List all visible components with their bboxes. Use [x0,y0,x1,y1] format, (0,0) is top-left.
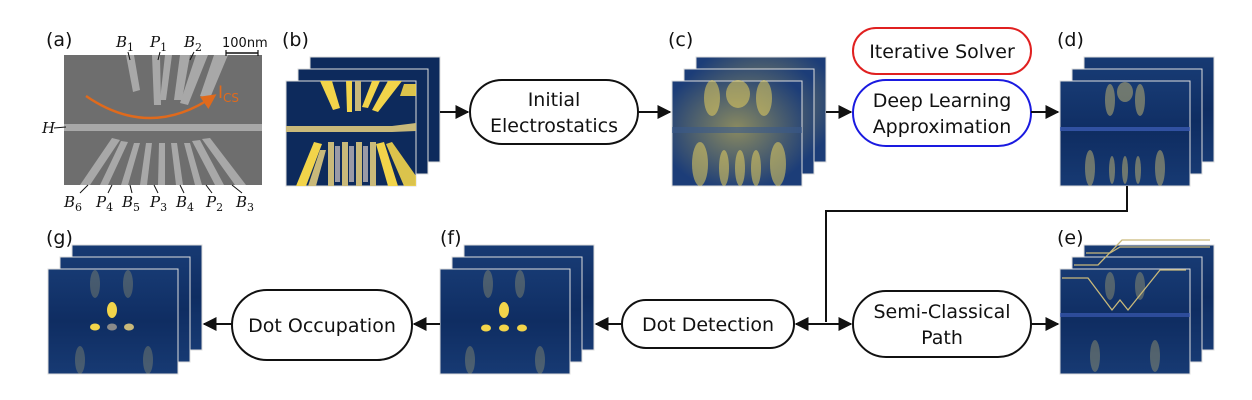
panel-label-b: (b) [282,29,309,51]
panel-d: (d) [1057,29,1215,187]
node-iterative-solver: Iterative Solver [852,27,1032,75]
node-initial-electrostatics-line2: Electrostatics [490,115,618,137]
flow-arrows [202,105,1128,331]
panel-label-c: (c) [668,29,693,51]
panel-label-g: (g) [46,227,73,249]
node-deep-learning-line1: Deep Learning [873,90,1012,112]
dot-occupation-image [47,268,179,375]
gate-label-p1: P1 [149,33,167,54]
panel-c: (c) [668,29,827,187]
current-label: ICS [218,83,239,105]
dot-detection-image [439,268,571,375]
node-dot-occupation: Dot Occupation [231,289,413,361]
gate-label-p4: P4 [95,193,113,214]
node-initial-electrostatics-line1: Initial [528,89,581,111]
node-initial-electrostatics: Initial Electrostatics [469,79,639,145]
stack-b [285,56,441,187]
panel-label-e: (e) [1057,227,1084,249]
current-path-arrow [85,94,217,120]
semi-classical-path-image [1059,268,1191,375]
node-dot-occupation-label: Dot Occupation [248,315,396,337]
gate-label-b2: B2 [183,33,202,54]
node-dot-detection: Dot Detection [621,299,795,349]
sem-top-gates [126,55,228,105]
panel-label-a: (a) [46,29,72,51]
gate-label-p3: P3 [149,193,167,214]
gate-label-b6: B6 [63,193,82,214]
node-deep-learning: Deep Learning Approximation [852,79,1032,147]
panel-g: (g) [46,227,203,375]
gate-label-b3: B3 [235,193,254,214]
gate-label-b1: B1 [115,33,134,54]
semi-classical-path-lines [1062,239,1210,312]
connector-d-to-junction [825,186,1128,322]
panel-label-d: (d) [1057,29,1084,51]
sem-horizontal-gate [64,124,262,131]
sem-bottom-gates [80,138,246,185]
node-semi-classical-line2: Path [921,327,963,349]
panel-e: (e) [1057,227,1215,375]
panel-a: (a) ICS 100nm [41,29,268,214]
node-deep-learning-line2: Approximation [873,116,1012,138]
panel-label-f: (f) [440,227,462,249]
node-iterative-solver-label: Iterative Solver [869,41,1015,63]
gate-label-p2: P2 [205,193,223,214]
panel-f: (f) [439,227,595,375]
node-semi-classical-line1: Semi-Classical [873,301,1010,323]
detected-dots-f [481,302,527,332]
gate-label-b5: B5 [121,193,140,214]
gate-label-b4: B4 [175,193,194,214]
scale-bar-label: 100nm [222,36,268,51]
panel-b: (b) [282,29,441,187]
gate-label-h: H [41,119,56,137]
node-semi-classical-path: Semi-Classical Path [852,290,1032,358]
node-dot-detection-label: Dot Detection [642,314,774,336]
occupied-dots-g [90,302,134,331]
